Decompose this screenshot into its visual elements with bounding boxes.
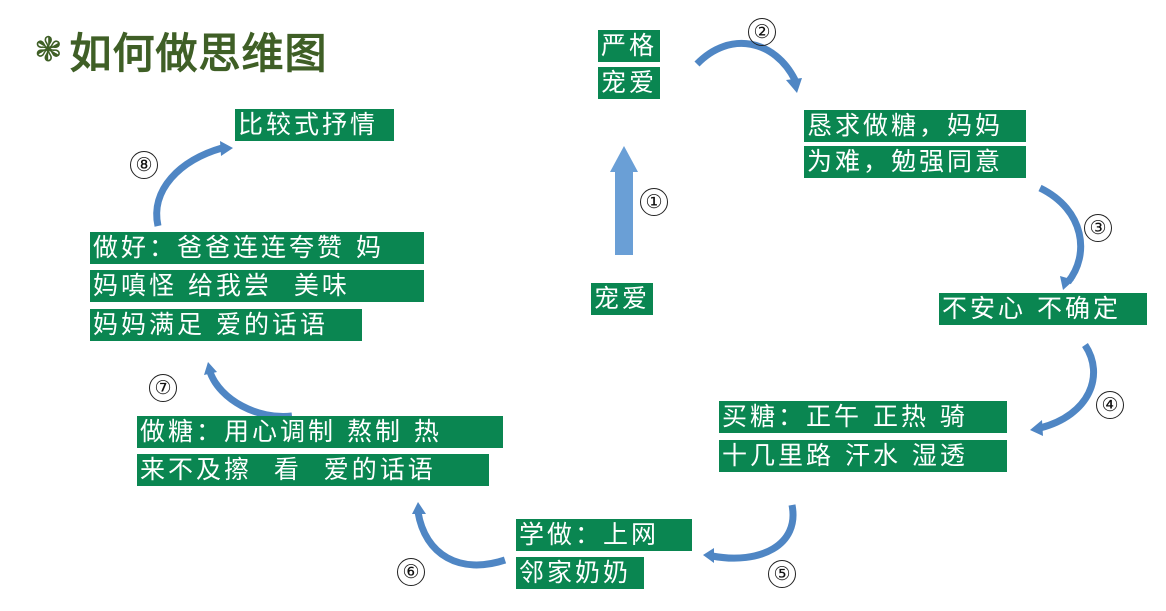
node-done-line-1: 做好：爸爸连连夸赞 妈 <box>90 232 424 264</box>
node-buy-line-2: 十几里路 汗水 湿透 <box>719 440 1007 472</box>
step-4-label: ④ <box>1096 391 1124 419</box>
step-3-label: ③ <box>1084 214 1112 242</box>
arrow-4-icon <box>1030 343 1097 436</box>
step-1-label: ① <box>640 188 668 216</box>
arrow-8-icon <box>153 141 233 227</box>
node-plead-line-2: 为难，勉强同意 <box>804 146 1026 178</box>
node-top-line-2: 宠爱 <box>598 67 661 99</box>
arrow-2-icon <box>694 39 802 93</box>
arrow-1-icon <box>610 146 638 255</box>
arrow-3-icon <box>1038 184 1085 290</box>
step-6-label: ⑥ <box>397 558 425 586</box>
page-title: ❃ 如何做思维图 <box>34 22 328 78</box>
arrow-6-icon <box>412 502 507 569</box>
node-learn-line-2: 邻家奶奶 <box>516 557 644 589</box>
step-2-label: ② <box>748 18 776 46</box>
node-done-line-3: 妈妈满足 爱的话语 <box>90 309 362 341</box>
node-top-line-1: 严格 <box>598 30 661 62</box>
node-buy-line-1: 买糖：正午 正热 骑 <box>719 401 1007 433</box>
node-plead-line-1: 恳求做糖，妈妈 <box>804 110 1026 142</box>
flower-bullet-icon: ❃ <box>34 30 64 70</box>
node-compare-line-1: 比较式抒情 <box>235 109 394 141</box>
arrow-7-icon <box>204 362 293 421</box>
node-learn-line-1: 学做：上网 <box>516 519 692 551</box>
step-8-label: ⑧ <box>130 151 158 179</box>
step-7-label: ⑦ <box>149 374 177 402</box>
node-make-line-2: 来不及擦 看 爱的话语 <box>137 454 489 486</box>
node-make-line-1: 做糖：用心调制 熬制 热 <box>137 416 503 448</box>
node-start-line-1: 宠爱 <box>591 283 654 315</box>
arrow-5-icon <box>703 504 797 563</box>
step-5-label: ⑤ <box>768 560 796 588</box>
node-uneasy-line-1: 不安心 不确定 <box>939 293 1147 325</box>
node-done-line-2: 妈嗔怪 给我尝 美味 <box>90 270 424 302</box>
title-text: 如何做思维图 <box>69 28 328 78</box>
